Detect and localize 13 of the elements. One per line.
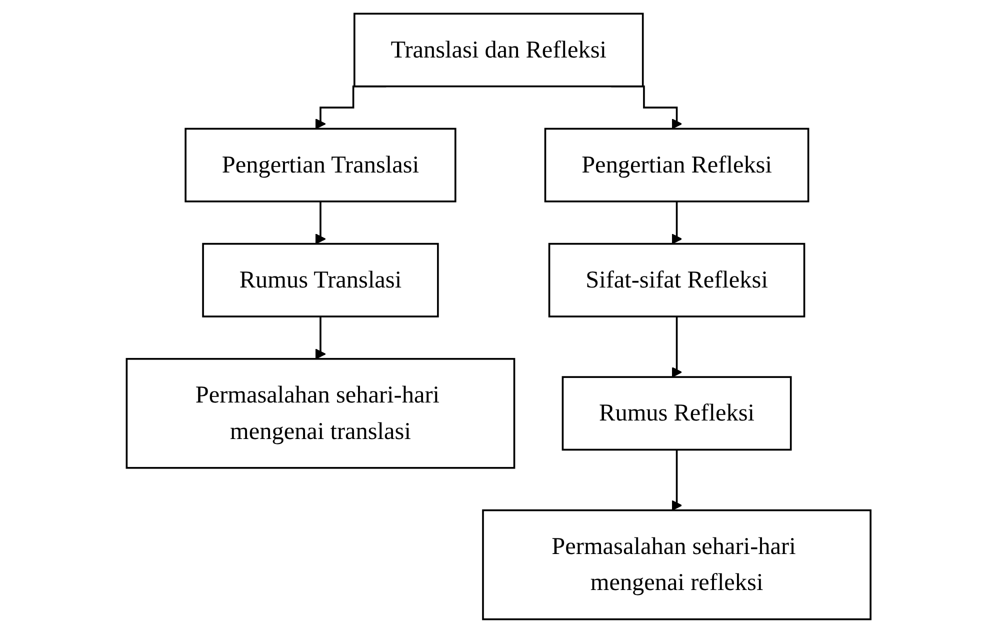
arrow bbox=[672, 448, 682, 511]
node-box: Permasalahan sehari-hari mengenai refleksi bbox=[482, 509, 872, 620]
arrow bbox=[672, 316, 682, 378]
node-box: Pengertian Refleksi bbox=[544, 128, 810, 202]
node-box: Sifat-sifat Refleksi bbox=[548, 242, 806, 318]
arrow bbox=[316, 200, 326, 244]
node-box: Permasalahan sehari-hari mengenai translasi bbox=[126, 358, 516, 469]
node-box: Pengertian Translasi bbox=[185, 128, 457, 202]
node-box: Rumus Translasi bbox=[202, 242, 440, 318]
node-box: Rumus Refleksi bbox=[562, 376, 792, 451]
arrow bbox=[316, 316, 326, 360]
arrow bbox=[672, 200, 682, 244]
node-box: Translasi dan Refleksi bbox=[354, 12, 644, 88]
